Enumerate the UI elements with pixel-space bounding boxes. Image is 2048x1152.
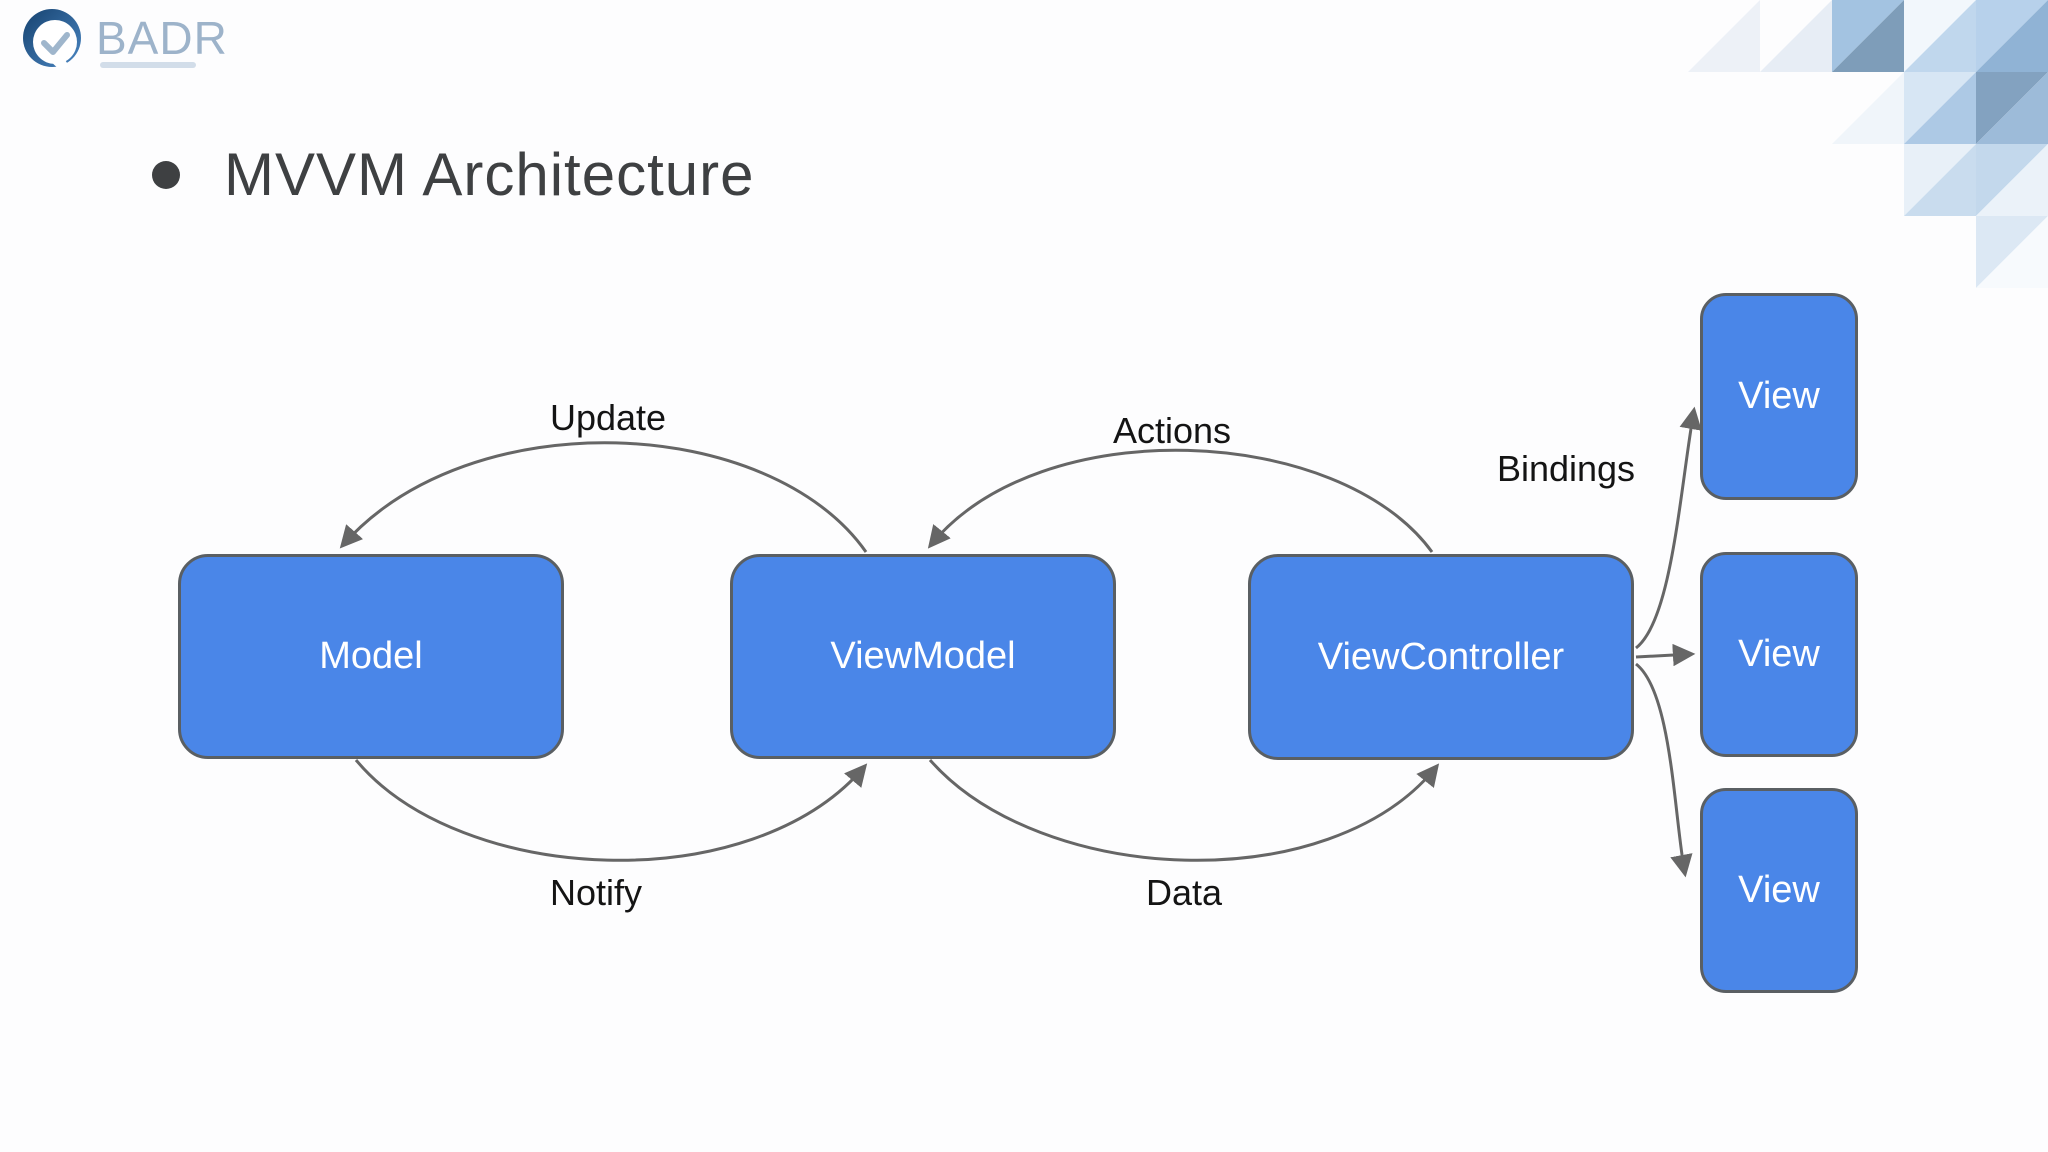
node-view-top-label: View <box>1738 375 1820 417</box>
edge-label-bindings: Bindings <box>1496 448 1636 489</box>
corner-mosaic-decoration <box>1688 0 2048 288</box>
edge-label-update: Update <box>549 397 667 438</box>
node-view-top: View <box>1700 293 1858 500</box>
title-bullet-icon <box>152 160 180 189</box>
arrow-update <box>339 441 868 553</box>
edge-label-actions: Actions <box>1112 410 1232 451</box>
node-view-middle-label: View <box>1738 633 1820 675</box>
logo-brand-text: BADR <box>96 12 228 64</box>
arrow-binding-bottom <box>1635 662 1693 878</box>
logo: BADR <box>22 8 228 74</box>
node-viewcontroller: ViewController <box>1248 554 1634 760</box>
edge-label-data: Data <box>1145 872 1223 913</box>
node-view-bottom-label: View <box>1738 869 1820 911</box>
node-viewcontroller-label: ViewController <box>1317 635 1565 678</box>
page-title: MVVM Architecture <box>224 141 755 208</box>
arrow-data <box>928 759 1440 862</box>
arrow-actions <box>927 448 1434 553</box>
node-model: Model <box>178 554 564 759</box>
node-viewmodel-label: ViewModel <box>830 635 1016 677</box>
arrow-notify <box>354 759 868 862</box>
arrow-binding-top <box>1635 406 1702 650</box>
node-model-label: Model <box>319 635 423 677</box>
title-row: MVVM Architecture <box>152 140 755 209</box>
node-view-bottom: View <box>1700 788 1858 993</box>
edge-label-notify: Notify <box>549 872 643 913</box>
arrow-binding-middle <box>1635 643 1696 667</box>
node-viewmodel: ViewModel <box>730 554 1116 759</box>
logo-icon <box>23 9 81 69</box>
node-view-middle: View <box>1700 552 1858 757</box>
logo-tagline <box>100 62 196 68</box>
